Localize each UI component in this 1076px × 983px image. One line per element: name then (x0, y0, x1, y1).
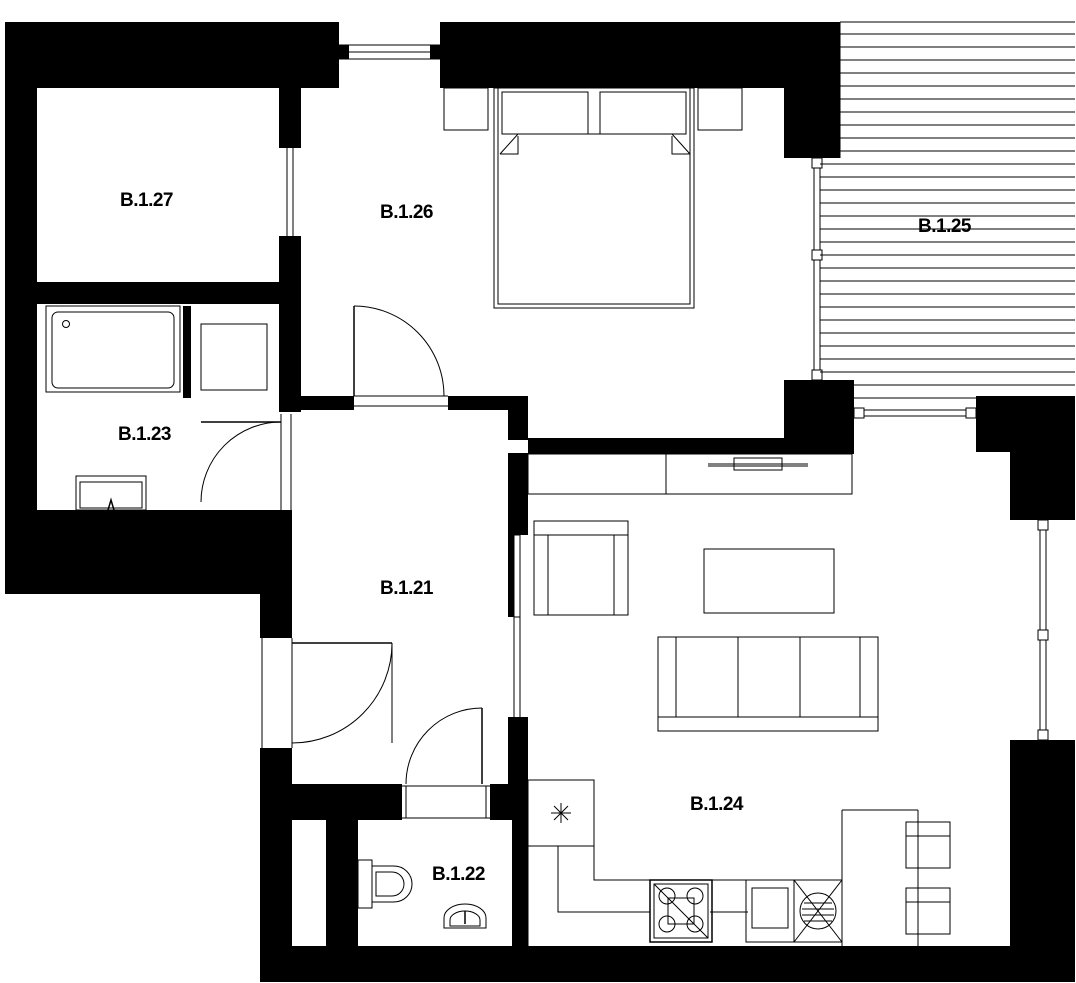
wall-between-23-26 (279, 304, 301, 412)
wall-living-right-upper (1010, 452, 1075, 520)
washing-machine (200, 323, 268, 391)
door-bathroom (200, 414, 292, 510)
asterisk-symbol (551, 803, 571, 823)
wall-hall-left-upper (260, 594, 292, 638)
walls (5, 22, 1075, 982)
room-labels: B.1.27 B.1.26 B.1.25 B.1.23 B.1.21 B.1.2… (118, 190, 972, 885)
furniture (45, 87, 951, 946)
wall-bedroom-right-upper (784, 88, 840, 158)
wall-living-right-lower (1010, 740, 1075, 982)
nightstand-right (697, 87, 743, 131)
window-bedroom-balcony (811, 157, 823, 381)
wall-top-left (5, 22, 339, 88)
wall-hall-top-left (279, 396, 354, 410)
wall-21-22-right (490, 784, 528, 820)
doors (200, 305, 490, 819)
wall-bottom (260, 946, 1075, 982)
stove-cooktop (649, 879, 713, 943)
room-label-b125: B.1.25 (918, 216, 972, 237)
room-label-b127: B.1.27 (120, 190, 173, 211)
balcony-decking (820, 21, 1075, 399)
window-living-balcony (853, 407, 977, 419)
wall-bedroom-right-lower (784, 380, 854, 454)
room-label-b122: B.1.22 (432, 864, 485, 885)
coffee-table (703, 548, 835, 614)
sofa (657, 636, 879, 732)
double-bed (493, 87, 695, 309)
bar-stool-upper (905, 821, 951, 869)
wall-between-27-23 (5, 282, 301, 304)
wall-wc-left-inner (326, 820, 358, 946)
wall-hall-right-stub (508, 535, 514, 617)
door-wc (402, 707, 490, 819)
wall-top-middle (440, 22, 840, 88)
wall-hall-right-mid (508, 453, 528, 535)
room-label-b126: B.1.26 (380, 202, 433, 223)
kitchen-sink (793, 879, 843, 943)
opening-hall-living (513, 534, 521, 717)
wall-21-22 (260, 784, 402, 820)
window-living-right (1037, 519, 1049, 741)
oven (745, 879, 795, 943)
tv-cabinet (527, 453, 853, 495)
door-bedroom (353, 305, 448, 407)
wall-living-right-top (976, 396, 1075, 452)
nightstand-left (443, 87, 489, 131)
room-label-b124: B.1.24 (690, 794, 744, 815)
room-label-b123: B.1.23 (118, 424, 171, 445)
bar-stool-lower (905, 887, 951, 935)
bathtub (45, 305, 181, 393)
wall-hall-right-upper (508, 410, 528, 440)
wall-partition-27-26-upper (279, 88, 301, 148)
door-entrance (261, 638, 393, 748)
toilet (357, 859, 413, 909)
wall-bottom-left-block (5, 510, 292, 594)
windows (286, 44, 1049, 741)
armchair (533, 520, 629, 616)
wall-bath-partition (183, 306, 191, 398)
wc-sink (443, 903, 487, 929)
wall-26-24 (528, 438, 854, 454)
window-27-26 (286, 148, 294, 236)
wall-hall-top-right (448, 396, 528, 410)
bathroom-sink (75, 475, 147, 511)
wall-wc-right (512, 820, 528, 946)
room-label-b121: B.1.21 (380, 578, 434, 599)
window-top (338, 44, 441, 60)
